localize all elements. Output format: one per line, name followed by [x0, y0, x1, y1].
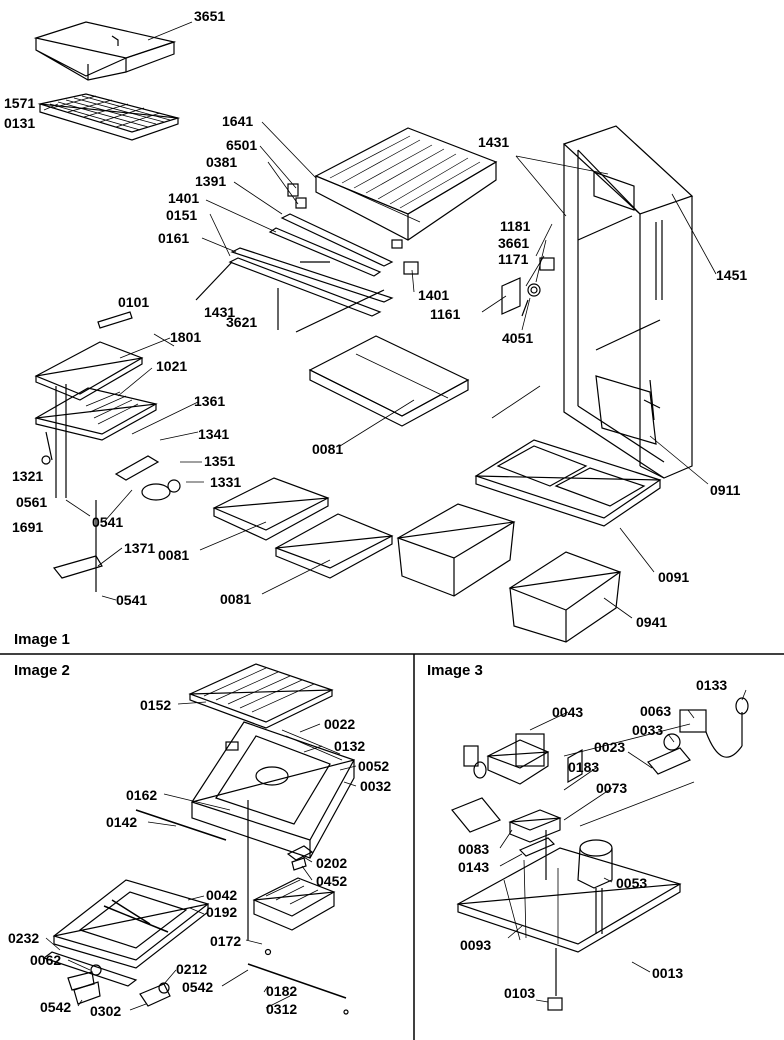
part-label: 0162: [126, 787, 158, 803]
part-label: 1161: [430, 306, 461, 322]
part-label: 0133: [696, 677, 728, 693]
part-label: 0941: [636, 614, 668, 630]
ice-maker-assembly-drawing: [451, 697, 749, 1011]
part-label: 1321: [12, 468, 44, 484]
part-label: 0013: [652, 965, 684, 981]
part-label: 0081: [158, 547, 190, 563]
leader-lines-image1: [43, 21, 717, 619]
part-label: 0452: [316, 873, 348, 889]
part-label: 0081: [312, 441, 344, 457]
part-label: 1361: [194, 393, 226, 409]
part-label: 3651: [194, 8, 226, 24]
part-label: 0212: [176, 961, 208, 977]
part-label: 3661: [498, 235, 530, 251]
part-label: 0032: [360, 778, 392, 794]
part-label: 0143: [458, 859, 490, 875]
part-label: 0052: [358, 758, 390, 774]
part-label: 1351: [204, 453, 236, 469]
part-label: 0091: [658, 569, 690, 585]
part-label: 1401: [168, 190, 200, 206]
part-label: 0152: [140, 697, 172, 713]
part-label: 3621: [226, 314, 258, 330]
part-label: 0063: [640, 703, 672, 719]
part-label: 1451: [716, 267, 748, 283]
part-label: 0131: [4, 115, 36, 131]
drawer-drawings: [396, 439, 662, 643]
part-label: 0312: [266, 1001, 298, 1017]
part-label: 1571: [4, 95, 36, 111]
lower-tray-drawing: [42, 877, 349, 1015]
part-label: 1801: [170, 329, 202, 345]
part-label: 0183: [568, 759, 600, 775]
part-label: 0911: [710, 482, 741, 498]
crisper-cover-assembly-drawing: [314, 127, 498, 241]
part-label: 0202: [316, 855, 348, 871]
part-label: 0542: [40, 999, 72, 1015]
part-label: 0033: [632, 722, 664, 738]
part-label: 1341: [198, 426, 230, 442]
part-label: 0182: [266, 983, 298, 999]
part-label: 0083: [458, 841, 490, 857]
part-label: 1171: [498, 251, 529, 267]
part-label: 0101: [118, 294, 150, 310]
part-label: 0232: [8, 930, 40, 946]
part-label: 0151: [166, 207, 198, 223]
part-label: 0023: [594, 739, 626, 755]
control-housing-drawing: [34, 311, 181, 592]
part-label: 0081: [220, 591, 252, 607]
part-label: 1431: [478, 134, 510, 150]
part-label: 0043: [552, 704, 584, 720]
part-label: 0142: [106, 814, 138, 830]
part-label: 1401: [418, 287, 450, 303]
part-label: 0103: [504, 985, 536, 1001]
crisper-frame-drawing: [191, 721, 355, 940]
part-label: 0541: [116, 592, 148, 608]
cover-0152-drawing: [188, 663, 334, 729]
refrigerator-cabinet-drawing: [491, 125, 694, 479]
part-label: 0561: [16, 494, 48, 510]
part-label: 0042: [206, 887, 238, 903]
part-label: 1641: [222, 113, 254, 129]
section-title-image-1: Image 1: [14, 631, 70, 648]
part-label: 0093: [460, 937, 492, 953]
part-label: 0541: [92, 514, 124, 530]
part-label: 1391: [195, 173, 227, 189]
bin-3651-drawing: [33, 21, 177, 81]
part-label: 0161: [158, 230, 190, 246]
part-label: 0073: [596, 780, 628, 796]
part-label: 0381: [206, 154, 238, 170]
part-label: 0053: [616, 875, 648, 891]
part-label: 0172: [210, 933, 242, 949]
part-label: 1431: [204, 304, 236, 320]
part-label: 1021: [156, 358, 188, 374]
section-title-image-2: Image 2: [14, 662, 70, 679]
bracket-parts-drawing: [501, 257, 555, 317]
part-label: 0132: [334, 738, 366, 754]
part-label: 0062: [30, 952, 62, 968]
part-label: 0022: [324, 716, 356, 732]
part-label: 1691: [12, 519, 44, 535]
leader-lines-image3: [499, 689, 747, 1003]
part-label: 0542: [182, 979, 214, 995]
part-label: 0302: [90, 1003, 122, 1019]
part-label: 1371: [124, 540, 156, 556]
leader-lines-image2: [45, 701, 357, 1011]
part-label: 6501: [226, 137, 258, 153]
part-label: 1181: [500, 218, 531, 234]
section-title-image-3: Image 3: [427, 662, 483, 679]
shelf-drawings: [212, 335, 470, 579]
part-label: 0192: [206, 904, 238, 920]
part-label: 4051: [502, 330, 534, 346]
part-label: 1331: [210, 474, 242, 490]
rod-0142-drawing: [135, 809, 314, 871]
wire-rack-drawing: [37, 93, 181, 141]
